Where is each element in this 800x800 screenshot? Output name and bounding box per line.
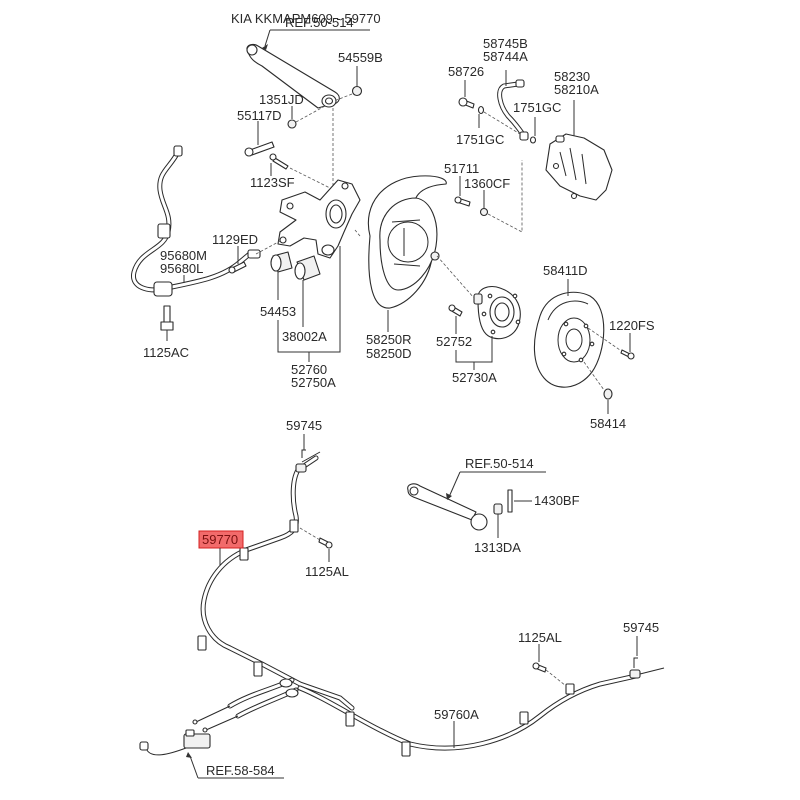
ref-50-514-top-label[interactable]: REF.50-514	[285, 15, 354, 30]
label-59770[interactable]: 59770	[202, 532, 238, 547]
label-52750A[interactable]: 52750A	[291, 375, 336, 390]
label-1430BF[interactable]: 1430BF	[534, 493, 580, 508]
bolt-1123SF	[269, 153, 289, 170]
washer-1751GC-b	[529, 136, 537, 144]
bushing-38002A	[294, 255, 321, 281]
label-1351JD[interactable]: 1351JD	[259, 92, 304, 107]
bolt-51711	[454, 196, 471, 207]
label-58414[interactable]: 58414	[590, 416, 626, 431]
equalizer-cables	[192, 677, 299, 733]
nut-1313DA	[493, 503, 503, 515]
ref-58-584-label[interactable]: REF.58-584	[206, 763, 275, 778]
bushing-54453	[270, 251, 293, 273]
knuckle	[277, 179, 361, 259]
label-54559B[interactable]: 54559B	[338, 50, 383, 65]
label-52752[interactable]: 52752	[436, 334, 472, 349]
highlighted-part-59770[interactable]: 59770	[198, 530, 244, 549]
bolt-55117D	[244, 141, 275, 157]
brake-hose	[497, 79, 529, 141]
label-95680L[interactable]: 95680L	[160, 261, 203, 276]
hub-bearing	[473, 285, 521, 340]
bolt-1125AL-b	[532, 662, 547, 673]
cable-end-rod-a	[301, 451, 321, 463]
label-58411D[interactable]: 58411D	[543, 263, 588, 278]
stud-52752	[448, 304, 463, 317]
upper-control-arm	[246, 43, 340, 109]
label-95680M[interactable]: 95680M	[160, 248, 207, 263]
label-59760A[interactable]: 59760A	[434, 707, 479, 722]
label-58745B[interactable]: 58745B	[483, 36, 528, 51]
label-52730A[interactable]: 52730A	[452, 370, 497, 385]
bolt-1125AL-a	[318, 537, 333, 549]
label-1125AL-b[interactable]: 1125AL	[518, 630, 562, 645]
brake-caliper	[545, 133, 613, 201]
label-58250R[interactable]: 58250R	[366, 332, 412, 347]
label-58210A[interactable]: 58210A	[554, 82, 599, 97]
nut-54559B	[351, 85, 363, 97]
watermark-text: KIA KKMAPM609 - 59770	[231, 11, 381, 26]
label-59745-a[interactable]: 59745	[286, 418, 322, 433]
label-1360CF[interactable]: 1360CF	[464, 176, 510, 191]
label-58744A[interactable]: 58744A	[483, 49, 528, 64]
label-52760[interactable]: 52760	[291, 362, 327, 377]
clip-59745-a	[301, 449, 306, 458]
bolt-1125AC	[160, 305, 174, 331]
label-1125AC[interactable]: 1125AC	[143, 345, 189, 360]
label-55117D[interactable]: 55117D	[237, 108, 282, 123]
washer-1351JD	[287, 119, 297, 129]
parking-brake-cable-59770	[197, 455, 355, 711]
parking-brake-cable-59760A	[297, 669, 641, 757]
label-1751GC-b[interactable]: 1751GC	[513, 100, 561, 115]
label-51711[interactable]: 51711	[444, 161, 479, 176]
label-38002A[interactable]: 38002A	[282, 329, 327, 344]
parking-brake-lever	[139, 729, 211, 756]
bolt-1129ED	[228, 261, 247, 274]
label-1313DA[interactable]: 1313DA	[474, 540, 521, 555]
ref-top-arrow	[264, 29, 271, 47]
screw-1220FS	[620, 349, 635, 360]
wheel-speed-sensor-harness	[131, 145, 261, 297]
label-58250D[interactable]: 58250D	[366, 346, 412, 361]
lower-control-arm	[407, 483, 488, 531]
brake-rotor	[533, 291, 605, 388]
nut-1360CF	[479, 207, 489, 217]
banjo-bolt-58726	[458, 97, 475, 109]
bolt-1430BF	[507, 489, 513, 513]
label-1751GC-a[interactable]: 1751GC	[456, 132, 504, 147]
cable-end-rod-b	[639, 667, 665, 675]
clip-59745-b	[633, 657, 638, 668]
label-59745-b[interactable]: 59745	[623, 620, 659, 635]
brake-backing-plate	[367, 175, 447, 309]
plug-58414	[603, 388, 613, 400]
label-1125AL-a[interactable]: 1125AL	[305, 564, 349, 579]
label-54453[interactable]: 54453	[260, 304, 296, 319]
washer-1751GC-a	[477, 105, 485, 115]
ref-50-514-mid-label[interactable]: REF.50-514	[465, 456, 534, 471]
label-1220FS[interactable]: 1220FS	[609, 318, 655, 333]
label-1129ED[interactable]: 1129ED	[212, 232, 258, 247]
label-58230[interactable]: 58230	[554, 69, 590, 84]
label-58726[interactable]: 58726	[448, 64, 484, 79]
label-1123SF[interactable]: 1123SF	[250, 175, 295, 190]
